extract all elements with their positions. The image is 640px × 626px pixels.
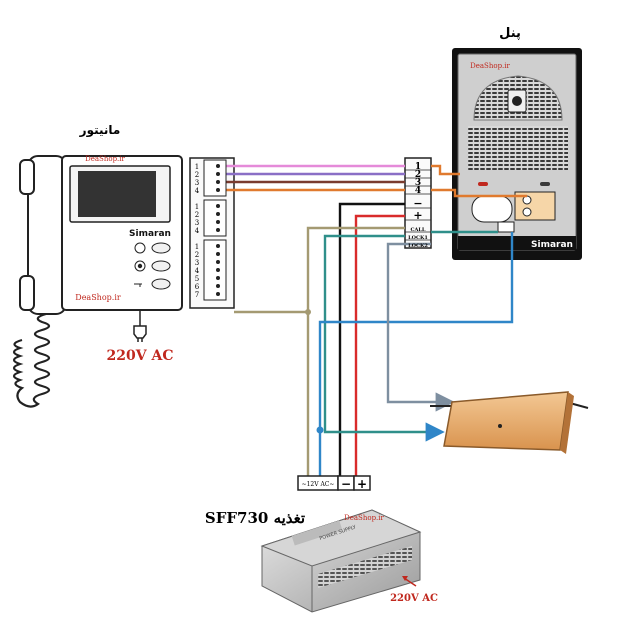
panel-terminal-3: 3 [415, 178, 421, 188]
monitor-terminal-label: 4 [195, 227, 200, 235]
panel-terminal-2: 2 [415, 170, 421, 180]
power-plug-icon [133, 310, 147, 342]
monitor-terminal-screw [216, 228, 220, 232]
wire-lock2-gray [386, 242, 455, 412]
monitor-terminal-screw [216, 212, 220, 216]
monitor-top-watermark: DeaShop.ir [85, 155, 125, 163]
psu-ac-terminal: ~12V AC~ [302, 481, 335, 488]
monitor-screen [78, 171, 156, 217]
panel-terminal-4: 4 [415, 186, 421, 196]
panel-terminal-minus: − [413, 197, 422, 210]
monitor-terminal-group-2 [203, 199, 227, 237]
psu-minus-terminal: − [341, 477, 351, 491]
wire-panel-4 [431, 188, 527, 198]
monitor-terminal-label: 1 [195, 163, 199, 171]
monitor-terminal-label: 6 [195, 283, 200, 291]
monitor-terminal-screw [216, 164, 220, 168]
monitor-terminal-label: 2 [195, 171, 199, 179]
panel-brand-bar [458, 236, 576, 250]
monitor-terminal-screw [216, 188, 220, 192]
monitor-terminal-screw [216, 268, 220, 272]
monitor-terminal-screw [216, 172, 220, 176]
monitor-terminal-label: 3 [195, 179, 199, 187]
call-button[interactable] [471, 195, 513, 223]
monitor-terminal-label: 2 [195, 251, 199, 259]
monitor-terminal-label: 1 [195, 203, 199, 211]
monitor-power-label: 220V AC [107, 348, 174, 364]
monitor-button-5 [151, 278, 171, 290]
monitor-terminal-label: 4 [195, 267, 200, 275]
monitor-unit: DeaShop.ir Simaran DeaShop.ir 220V AC [12, 155, 183, 408]
psu-watermark: DeaShop.ir [344, 514, 384, 522]
power-supply-title: تغذیه SFF730 [205, 509, 305, 527]
panel-terminal-plus: + [413, 209, 422, 222]
wire-panel-1 [431, 164, 460, 176]
monitor-terminal-screw [216, 180, 220, 184]
panel-watermark: DeaShop.ir [470, 62, 510, 70]
monitor-terminal-label: 3 [195, 219, 199, 227]
monitor-terminal-label: 7 [195, 291, 199, 299]
monitor-terminal-screw [216, 260, 220, 264]
monitor-terminal-group-3 [203, 239, 227, 301]
wire-call-olive [306, 226, 405, 476]
monitor-terminal-screw [216, 252, 220, 256]
electric-lock [430, 391, 589, 454]
monitor-terminal-label: 1 [195, 243, 199, 251]
monitor-terminal-screw [216, 244, 220, 248]
panel-terminal-call: CALL [411, 227, 426, 233]
monitor-button-2 [151, 242, 171, 254]
psu-plus-terminal: + [357, 477, 367, 491]
key-icon [134, 283, 142, 287]
monitor-terminal-label: 3 [195, 259, 199, 267]
monitor-terminal-label: 5 [195, 275, 199, 283]
psu-power-label: 220V AC [390, 593, 438, 604]
speaker-grill [468, 126, 568, 170]
power-supply-unit: POWER SUPPLY DeaShop.ir 220V AC [260, 509, 438, 613]
monitor-terminal-screw [216, 276, 220, 280]
panel-terminal-lock2: LOCK2 [408, 243, 428, 249]
monitor-button-4 [151, 260, 171, 272]
handset-cord [12, 312, 51, 408]
monitor-terminal-screw [216, 220, 220, 224]
monitor-watermark: DeaShop.ir [75, 293, 121, 302]
wire-blue [318, 232, 514, 476]
monitor-terminal-screw [216, 284, 220, 288]
panel-terminal-1: 1 [415, 162, 421, 172]
monitor-title: مانیتور [79, 123, 121, 138]
monitor-terminal-label: 2 [195, 211, 199, 219]
wire-red [354, 214, 405, 476]
monitor-terminal-screw [216, 292, 220, 296]
wire-black [338, 202, 405, 476]
wire-lock1-teal [323, 234, 445, 442]
monitor-button-1-icon [134, 242, 146, 254]
monitor-terminal-group-1 [203, 159, 227, 197]
panel-title: پنل [499, 26, 521, 41]
monitor-terminal-label: 4 [195, 187, 200, 195]
panel-terminal-lock1: LOCK1 [408, 235, 428, 241]
monitor-terminal-screw [216, 204, 220, 208]
wires [218, 164, 527, 476]
panel-brand: Simaran [531, 240, 573, 250]
monitor-brand: Simaran [129, 229, 171, 239]
psu-terminal-strip: ~12V AC~ − + [297, 475, 371, 491]
door-panel: DeaShop.ir Simaran [452, 48, 582, 260]
